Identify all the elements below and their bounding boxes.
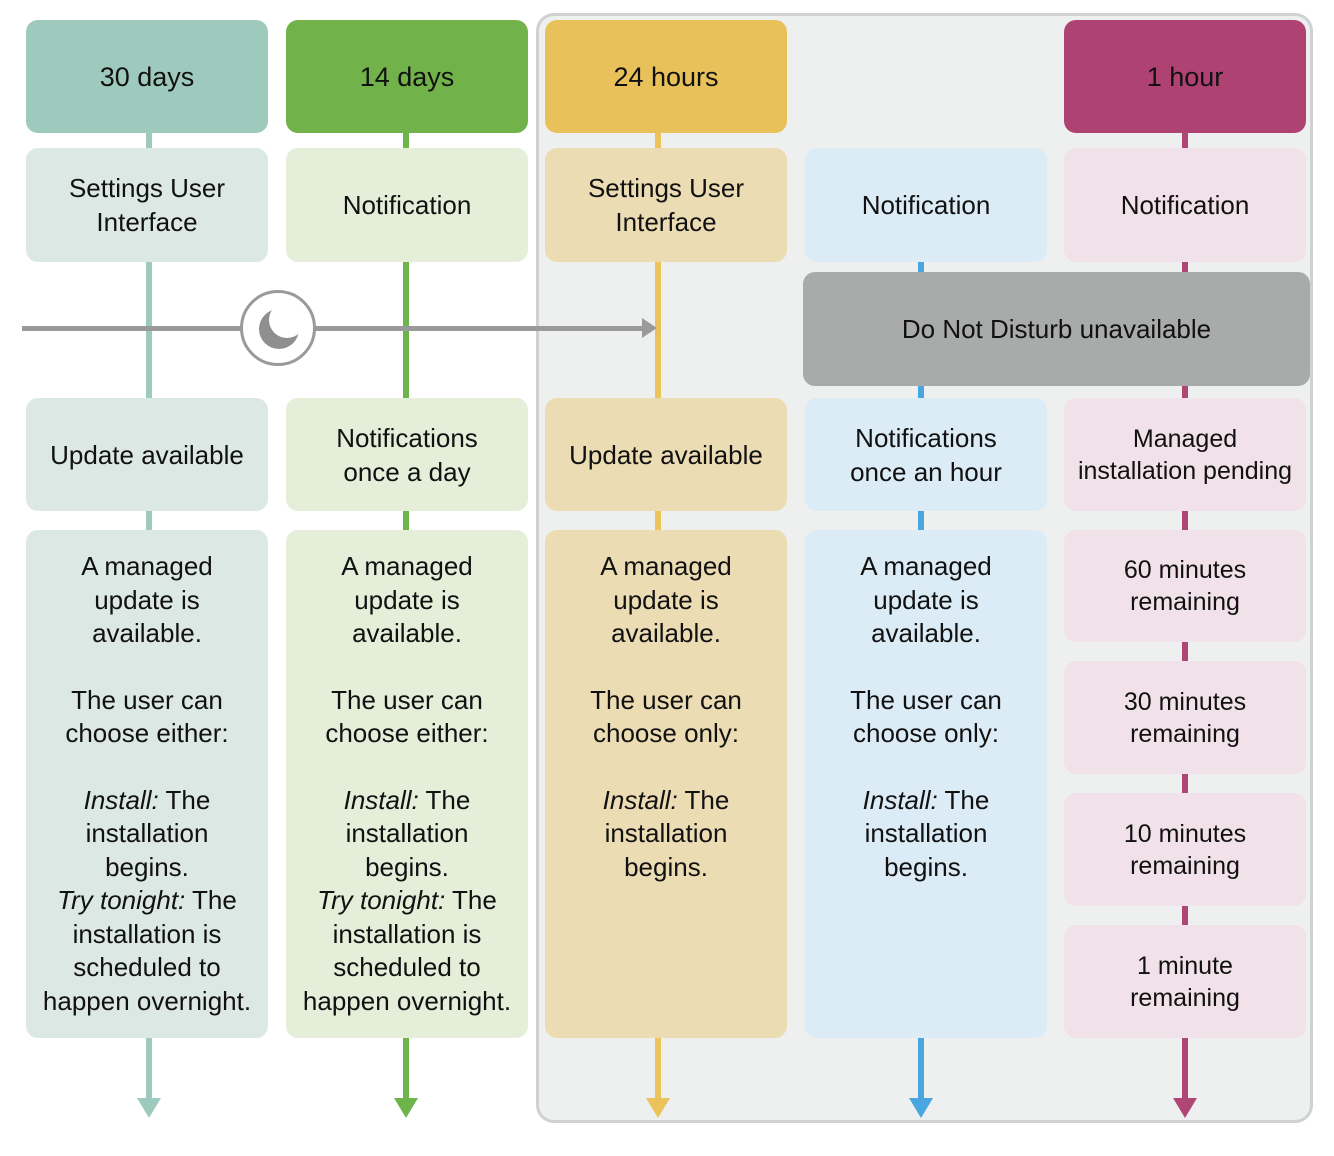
col3-status: Update available — [545, 398, 787, 511]
col1-arrowhead — [137, 1098, 161, 1118]
col5-arrowhead — [1173, 1098, 1197, 1118]
col2-channel: Notification — [286, 148, 528, 262]
col3-arrowhead — [646, 1098, 670, 1118]
dnd-timeline — [22, 326, 650, 331]
col2-arrowhead — [394, 1098, 418, 1118]
dnd-label: Do Not Disturb unavailable — [901, 313, 1212, 344]
dnd-arrowhead — [642, 318, 657, 338]
col2-header: 14 days — [286, 20, 528, 133]
col1-header: 30 days — [26, 20, 268, 133]
col4-arrowhead — [909, 1098, 933, 1118]
col4-channel: Notification — [805, 148, 1047, 262]
col1-status: Update available — [26, 398, 268, 511]
col5-header: 1 hour — [1064, 20, 1306, 133]
col3-header: 24 hours — [545, 20, 787, 133]
col5-channel: Notification — [1064, 148, 1306, 262]
dnd-unavailable-bar: Do Not Disturb unavailable — [803, 272, 1310, 386]
moon-icon — [240, 290, 316, 366]
